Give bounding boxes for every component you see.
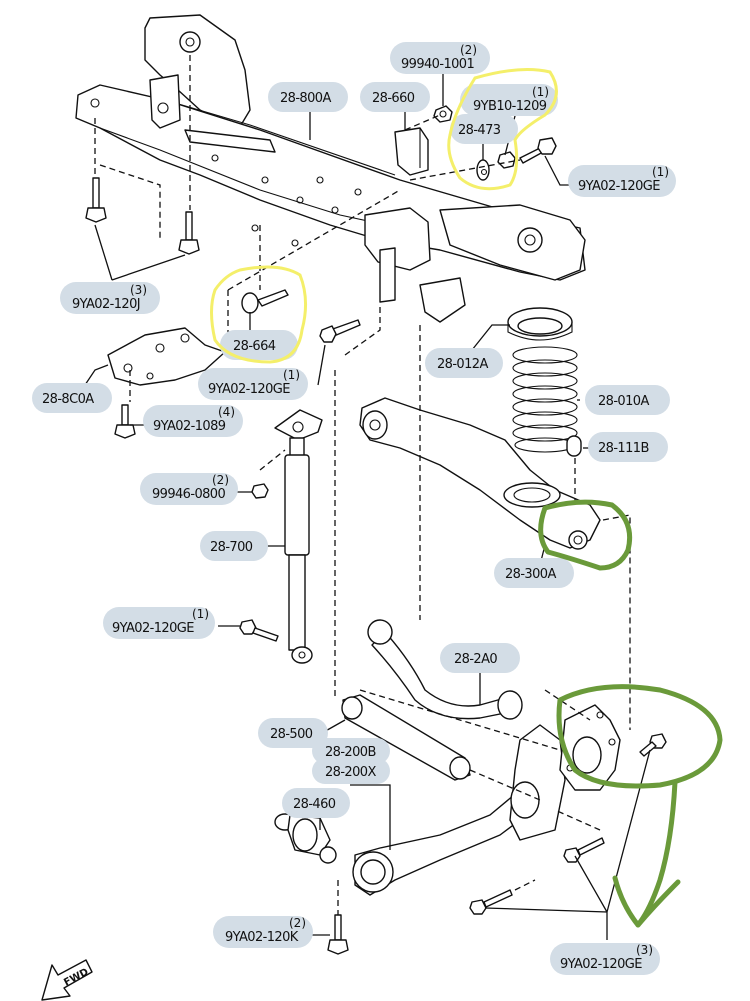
yellow-highlight-28-664 [210,265,307,364]
svg-text:28-012A: 28-012A [437,357,488,372]
svg-text:(2): (2) [212,473,229,487]
svg-text:(3): (3) [636,943,653,957]
label-28-500: 28-500 [258,718,328,748]
bolts-9YA02-120GE-d [469,733,667,915]
label-9YA02-1089: (4) 9YA02-1089 [143,405,243,437]
svg-text:28-460: 28-460 [293,797,336,812]
label-99946-0800: (2) 99946-0800 [140,473,238,505]
label-9YA02-120GE-a: (1) 9YA02-120GE [568,165,676,197]
label-9YA02-120J: (3) 9YA02-120J [60,282,160,314]
label-28-460: 28-460 [282,788,350,818]
bolt-9YA02-120K [327,914,349,955]
svg-text:9YA02-120K: 9YA02-120K [225,930,299,945]
svg-text:28-2A0: 28-2A0 [454,652,497,667]
label-9YA02-120GE-d: (3) 9YA02-120GE [550,943,660,975]
svg-text:(2): (2) [289,916,306,930]
lower-arm-28-300A [359,397,601,550]
bump-stop-28-111B [566,435,582,457]
upper-arm-28-2A0 [367,619,523,720]
shock-absorber-28-700 [274,409,323,664]
rear-knuckle [509,704,621,841]
label-9YA02-120K: (2) 9YA02-120K [213,916,313,948]
svg-text:28-300A: 28-300A [505,567,556,582]
label-28-2A0: 28-2A0 [440,643,520,673]
alignment-lines [94,55,631,915]
label-28-800A: 28-800A [268,82,348,112]
svg-text:28-664: 28-664 [233,339,276,354]
lateral-link-28-500 [341,694,471,781]
bolt-9YA02-1089 [114,404,136,439]
label-28-664: 28-664 [220,330,298,360]
nut-99946-0800 [251,483,269,499]
spring-seat-28-012A [507,307,573,341]
plate-28-8C0A [107,327,226,386]
bolt-9YA02-120GE-a [519,137,557,164]
svg-text:9YA02-120GE: 9YA02-120GE [560,957,642,972]
svg-text:(1): (1) [283,368,300,382]
svg-text:9YA02-1089: 9YA02-1089 [153,419,226,434]
svg-text:28-473: 28-473 [458,123,501,138]
svg-text:(3): (3) [130,283,147,297]
svg-text:28-200B: 28-200B [325,745,376,760]
label-99940-1001: (2) 99940-1001 [390,42,490,74]
svg-text:99946-0800: 99946-0800 [152,487,225,502]
svg-text:(1): (1) [192,607,209,621]
bracket-28-660 [394,127,429,176]
fwd-arrow-icon: FWD [41,959,93,1001]
label-28-200X: 28-200X [312,758,390,784]
svg-text:99940-1001: 99940-1001 [401,57,474,72]
label-28-111B: 28-111B [588,432,668,462]
crossmember-subframe [75,14,586,323]
label-28-473: 28-473 [450,114,518,144]
label-28-8C0A: 28-8C0A [32,383,112,413]
label-9YA02-120GE-b: (1) 9YA02-120GE [198,368,308,400]
bolt-28-664 [241,289,289,314]
bolts-9YA02-120J [85,177,200,255]
svg-text:28-800A: 28-800A [280,91,331,106]
svg-text:(1): (1) [652,165,669,179]
svg-text:9YA02-120GE: 9YA02-120GE [208,382,290,397]
coil-spring-28-010A [512,346,578,453]
svg-text:28-200X: 28-200X [325,765,376,780]
svg-text:(1): (1) [532,85,549,99]
svg-text:9YA02-120GE: 9YA02-120GE [578,179,660,194]
svg-text:(4): (4) [218,405,235,419]
svg-text:9YA02-120J: 9YA02-120J [72,297,140,312]
label-28-700: 28-700 [200,531,268,561]
green-highlight-28-300A [538,499,633,571]
bolt-9YA02-120GE-c [239,619,279,642]
label-28-010A: 28-010A [585,385,670,415]
svg-text:28-500: 28-500 [270,727,313,742]
green-arrow-icon [612,779,681,928]
label-28-012A: 28-012A [425,348,503,378]
label-28-300A: 28-300A [494,558,574,588]
nut-9YB10-1209 [497,151,516,169]
svg-text:28-660: 28-660 [372,91,415,106]
bushing-28-460 [274,813,337,864]
label-28-660: 28-660 [360,82,430,112]
svg-text:(2): (2) [460,43,477,57]
label-9YB10-1209: (1) 9YB10-1209 [460,84,558,116]
svg-text:28-700: 28-700 [210,540,253,555]
yellow-highlight-upper [447,68,558,191]
svg-text:9YA02-120GE: 9YA02-120GE [112,621,194,636]
label-9YA02-120GE-c: (1) 9YA02-120GE [103,607,215,639]
label-28-200B: 28-200B [312,738,390,764]
svg-text:28-111B: 28-111B [598,441,649,456]
svg-text:9YB10-1209: 9YB10-1209 [473,99,547,114]
washer-28-473 [476,159,490,181]
nut-99940-1001 [433,105,453,123]
green-highlight-hub [556,684,723,789]
svg-text:28-8C0A: 28-8C0A [42,392,94,407]
bolt-9YA02-120GE-b [319,319,361,343]
svg-text:28-010A: 28-010A [598,394,649,409]
